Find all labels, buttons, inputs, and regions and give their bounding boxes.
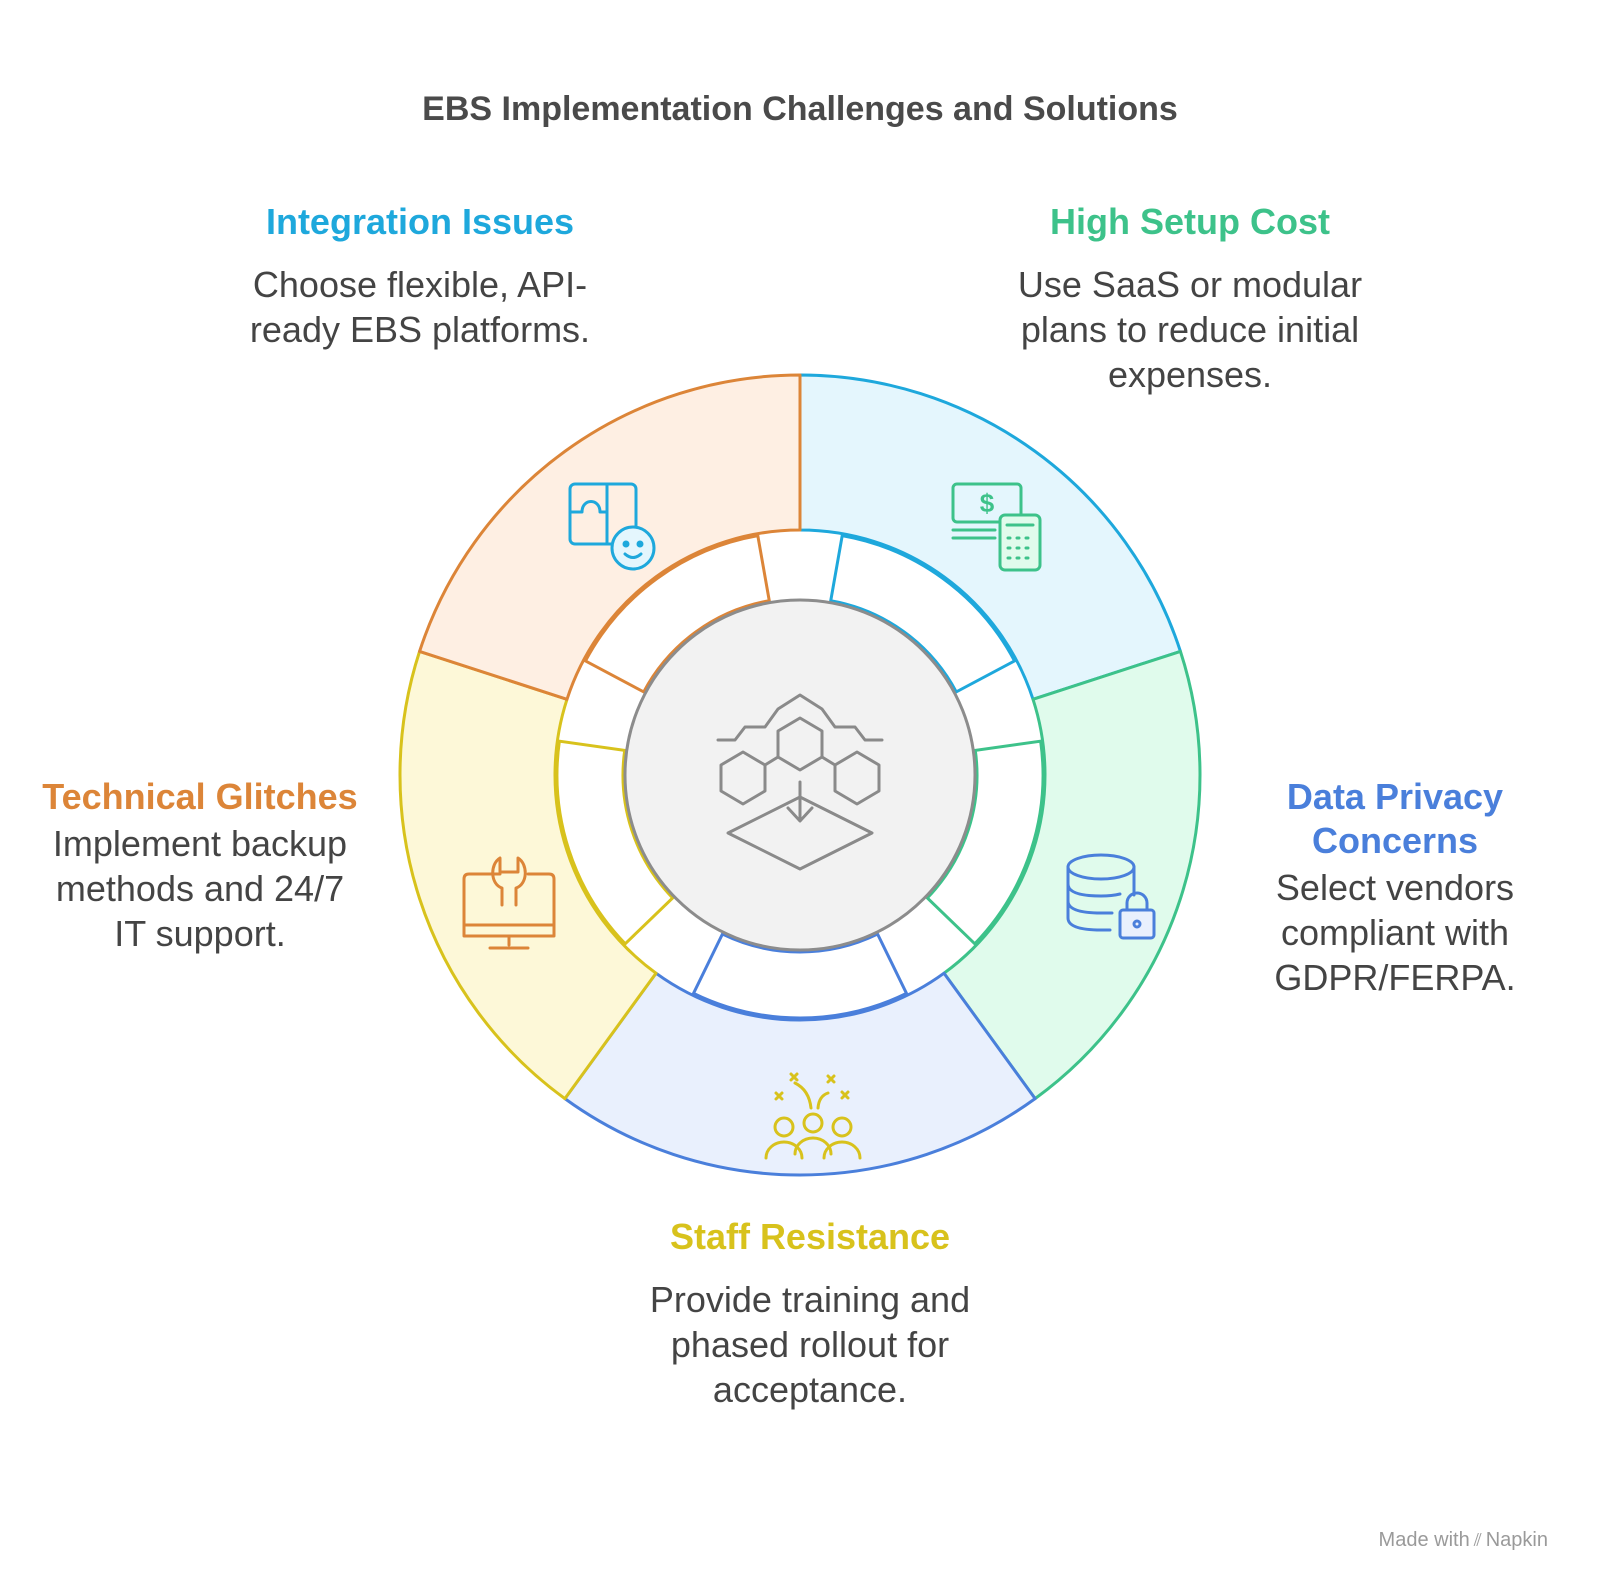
hexagon-network-icon [716, 693, 884, 871]
segment-notch-privacy [691, 932, 909, 1020]
svg-text:$: $ [980, 488, 995, 518]
monitor-wrench-icon [462, 856, 556, 950]
credit-brand: Napkin [1485, 1529, 1548, 1551]
money-calculator-icon: $ [951, 482, 1042, 572]
segment-notch-technical [583, 533, 772, 694]
segment-notch-staff [555, 739, 675, 946]
technical-glitches-block: Technical Glitches Implement backup meth… [40, 775, 360, 956]
staff-resistance-title: Staff Resistance [669, 1216, 951, 1257]
database-lock-icon [1066, 853, 1156, 940]
credit-prefix: Made with [1378, 1529, 1470, 1551]
segment-notch-cost [925, 739, 1045, 946]
high-setup-cost-description: Use SaaS or modular plans to reduce init… [1017, 264, 1363, 395]
high-setup-cost-block: High Setup Cost Use SaaS or modular plan… [990, 200, 1390, 397]
technical-glitches-description: Implement backup methods and 24/7 IT sup… [52, 823, 348, 954]
high-setup-cost-title: High Setup Cost [1050, 201, 1330, 242]
data-privacy-title: Data Privacy Concerns [1286, 776, 1504, 861]
data-privacy-description: Select vendors compliant with GDPR/FERPA… [1274, 867, 1516, 998]
data-privacy-block: Data Privacy Concerns Select vendors com… [1240, 775, 1550, 1000]
segment-technical [418, 373, 802, 701]
center-circle [623, 598, 977, 952]
people-celebration-icon [764, 1072, 862, 1160]
made-with-napkin-credit: Made with⫽Napkin [1379, 1529, 1548, 1552]
integration-issues-block: Integration Issues Choose flexible, API-… [230, 200, 610, 352]
segment-privacy [563, 971, 1037, 1177]
integration-issues-description: Choose flexible, API-ready EBS platforms… [249, 264, 591, 350]
integration-issues-title: Integration Issues [265, 201, 575, 242]
napkin-logo-icon: ⫽ [1473, 1530, 1482, 1550]
segment-notch-integration [828, 533, 1017, 694]
puzzle-gear-icon [568, 482, 656, 571]
staff-resistance-description: Provide training and phased rollout for … [649, 1279, 971, 1410]
staff-resistance-block: Staff Resistance Provide training and ph… [600, 1215, 1020, 1412]
technical-glitches-title: Technical Glitches [42, 776, 358, 817]
segment-cost [942, 649, 1202, 1101]
diagram-title: EBS Implementation Challenges and Soluti… [422, 90, 1178, 128]
